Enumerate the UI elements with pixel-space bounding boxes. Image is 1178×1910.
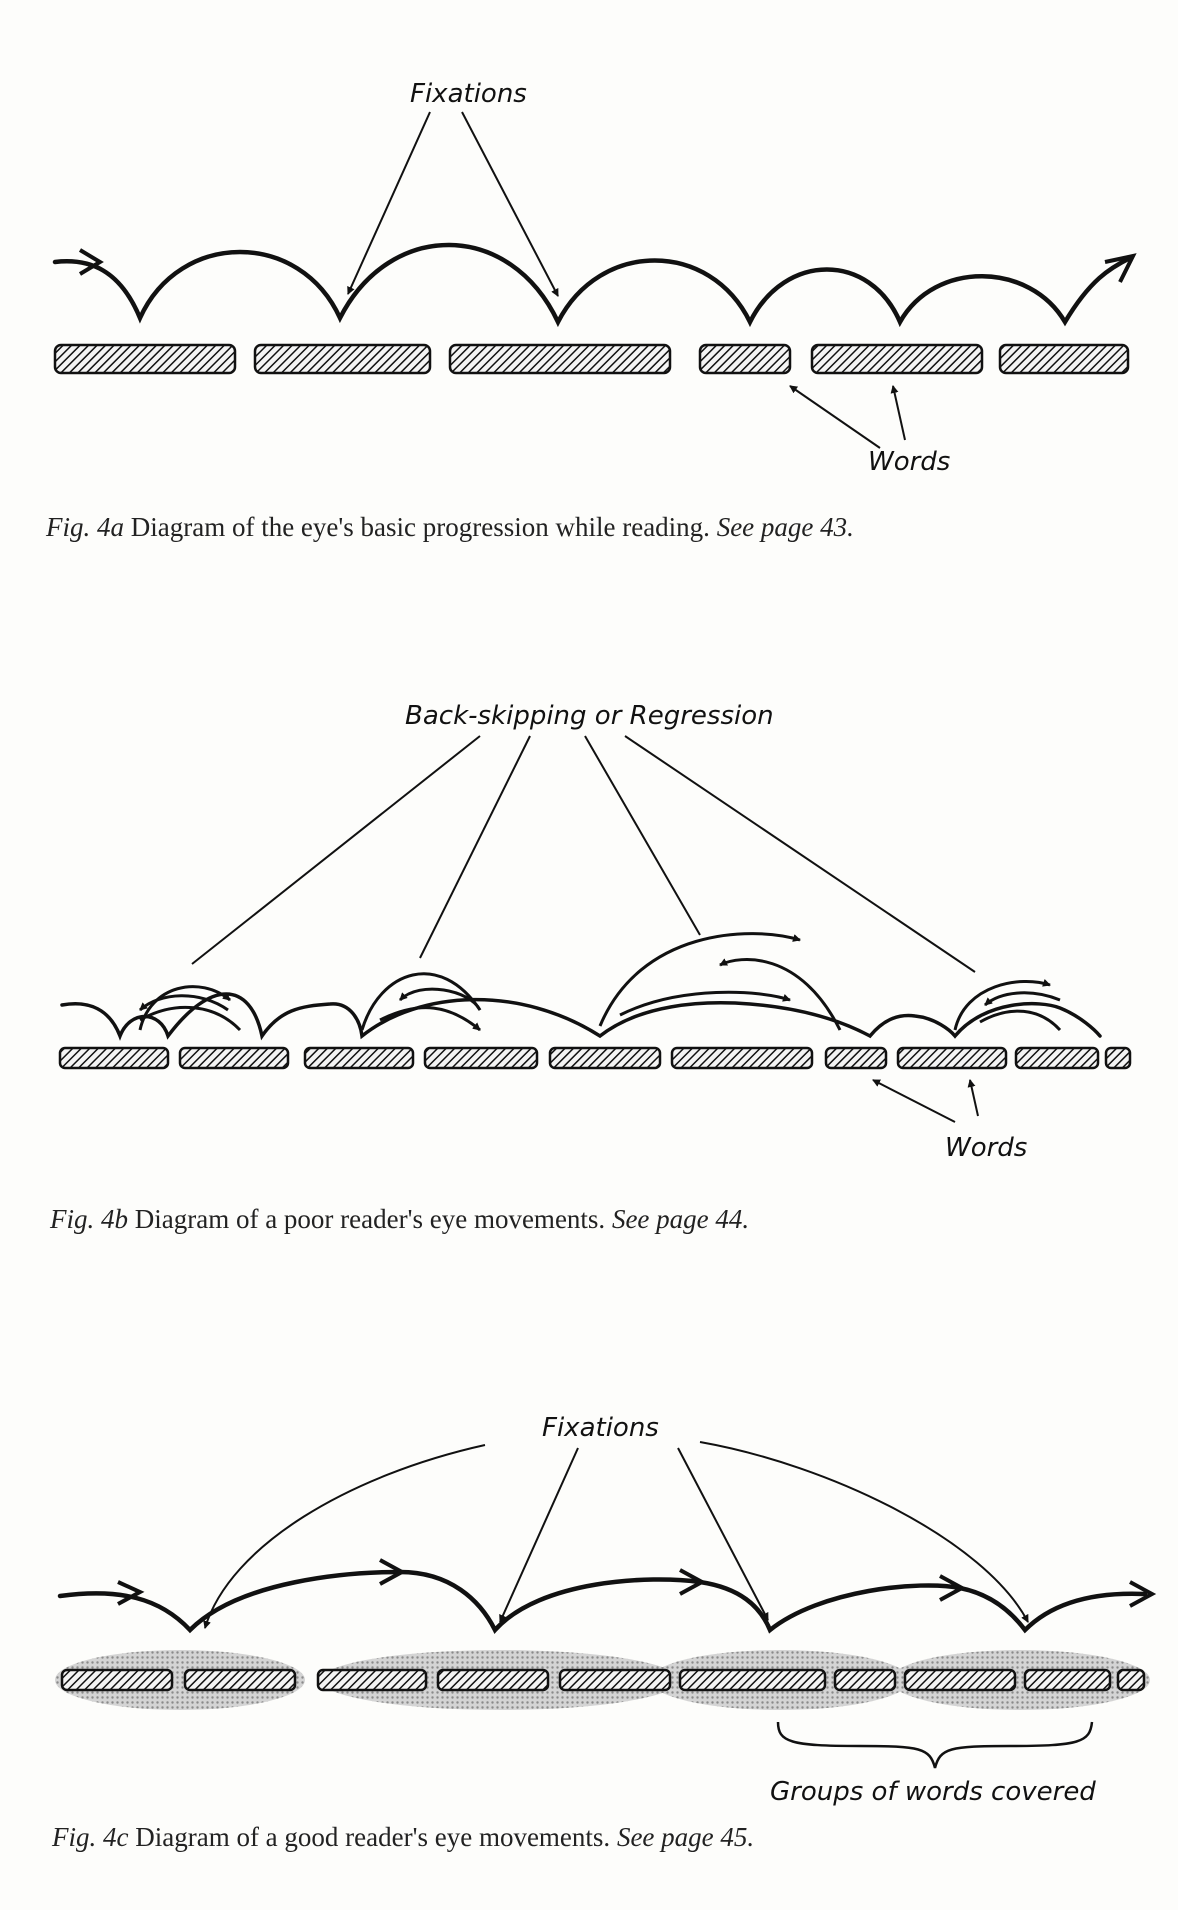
regression-loop bbox=[979, 1009, 1062, 1032]
arrow-out-icon bbox=[1129, 1580, 1157, 1608]
word-block bbox=[58, 1046, 170, 1070]
figure-number: Fig. 4a bbox=[46, 512, 124, 542]
fixation-pointer bbox=[203, 1444, 486, 1629]
word-block bbox=[316, 1668, 428, 1692]
fixation-pointer bbox=[699, 1441, 1029, 1623]
word-row bbox=[58, 1046, 1132, 1070]
regression-loop bbox=[719, 958, 842, 1031]
word-block bbox=[53, 343, 237, 375]
arrow-in-icon bbox=[78, 248, 104, 276]
arrow-in-icon bbox=[117, 1580, 145, 1606]
brace-icon bbox=[776, 1721, 1094, 1769]
regression-label: Back-skipping or Regression bbox=[405, 701, 774, 731]
words-label: Words bbox=[945, 1133, 1027, 1163]
words-pointer bbox=[789, 385, 881, 449]
fixation-span bbox=[55, 1650, 305, 1710]
page-reference: See page 45. bbox=[616, 1822, 755, 1852]
caption-text: Diagram of a good reader's eye movements… bbox=[128, 1822, 617, 1852]
page-reference: See page 43. bbox=[716, 512, 854, 542]
words-label: Words bbox=[868, 447, 950, 477]
eye-path bbox=[60, 992, 1102, 1041]
word-block bbox=[678, 1668, 827, 1692]
fixation-pointer bbox=[499, 1447, 579, 1623]
caption-4a: Fig. 4a Diagram of the eye's basic progr… bbox=[46, 512, 854, 543]
regression-loop bbox=[598, 932, 801, 1027]
word-block bbox=[998, 343, 1130, 375]
regression-pointer bbox=[191, 735, 481, 965]
figure-4b: Back-skipping or Regression bbox=[58, 701, 1132, 1163]
fixation-pointer bbox=[677, 1447, 769, 1621]
word-block bbox=[303, 1046, 415, 1070]
fixation-pointer bbox=[461, 111, 559, 297]
regression-pointer bbox=[624, 735, 976, 973]
word-block bbox=[1023, 1668, 1112, 1692]
caption-4c: Fig. 4c Diagram of a good reader's eye m… bbox=[52, 1822, 754, 1853]
figure-number: Fig. 4b bbox=[50, 1204, 128, 1234]
word-block bbox=[253, 343, 432, 375]
regression-loop bbox=[619, 990, 791, 1017]
arrow-out-icon bbox=[1104, 253, 1137, 283]
caption-4b: Fig. 4b Diagram of a poor reader's eye m… bbox=[50, 1204, 749, 1235]
regression-pointer bbox=[584, 735, 701, 936]
words-pointer bbox=[890, 385, 906, 441]
word-block bbox=[833, 1668, 897, 1692]
eye-path bbox=[52, 242, 1133, 328]
regression-loop bbox=[360, 972, 482, 1031]
word-block bbox=[810, 343, 984, 375]
regression-loop bbox=[984, 991, 1061, 1007]
word-block bbox=[698, 343, 792, 375]
words-pointer bbox=[872, 1079, 956, 1123]
word-row bbox=[60, 1668, 1146, 1692]
word-block bbox=[670, 1046, 814, 1070]
arrow-icon bbox=[679, 1568, 707, 1596]
arrow-icon bbox=[379, 1558, 407, 1586]
word-block bbox=[903, 1668, 1017, 1692]
regression-loop bbox=[953, 978, 1051, 1031]
word-block bbox=[183, 1668, 297, 1692]
word-row bbox=[53, 343, 1130, 375]
word-block bbox=[1014, 1046, 1100, 1070]
word-block bbox=[1116, 1668, 1146, 1692]
word-block bbox=[558, 1668, 672, 1692]
word-block bbox=[178, 1046, 290, 1070]
regression-loop bbox=[379, 1006, 481, 1032]
words-pointer bbox=[967, 1079, 979, 1117]
fixations-label: Fixations bbox=[542, 1413, 659, 1443]
regression-pointer bbox=[419, 735, 531, 959]
figure-4c: Fixations bbox=[55, 1413, 1157, 1807]
regression-loop bbox=[139, 1005, 242, 1032]
word-block bbox=[1104, 1046, 1132, 1070]
regression-loop bbox=[138, 994, 229, 1012]
word-block bbox=[896, 1046, 1008, 1070]
word-block bbox=[436, 1668, 550, 1692]
word-block bbox=[448, 343, 672, 375]
word-block bbox=[548, 1046, 662, 1070]
word-block bbox=[60, 1668, 174, 1692]
figure-4a: Fixations Words bbox=[52, 79, 1137, 477]
arrow-icon bbox=[939, 1574, 967, 1602]
caption-text: Diagram of the eye's basic progression w… bbox=[124, 512, 717, 542]
fixation-pointer bbox=[347, 111, 431, 295]
page-reference: See page 44. bbox=[611, 1204, 750, 1234]
caption-text: Diagram of a poor reader's eye movements… bbox=[128, 1204, 612, 1234]
word-block bbox=[824, 1046, 888, 1070]
fixations-label: Fixations bbox=[410, 79, 527, 109]
eye-path bbox=[57, 1569, 1148, 1634]
word-block bbox=[423, 1046, 539, 1070]
groups-label: Groups of words covered bbox=[770, 1777, 1096, 1807]
figure-number: Fig. 4c bbox=[52, 1822, 129, 1852]
fixation-span bbox=[890, 1650, 1150, 1710]
